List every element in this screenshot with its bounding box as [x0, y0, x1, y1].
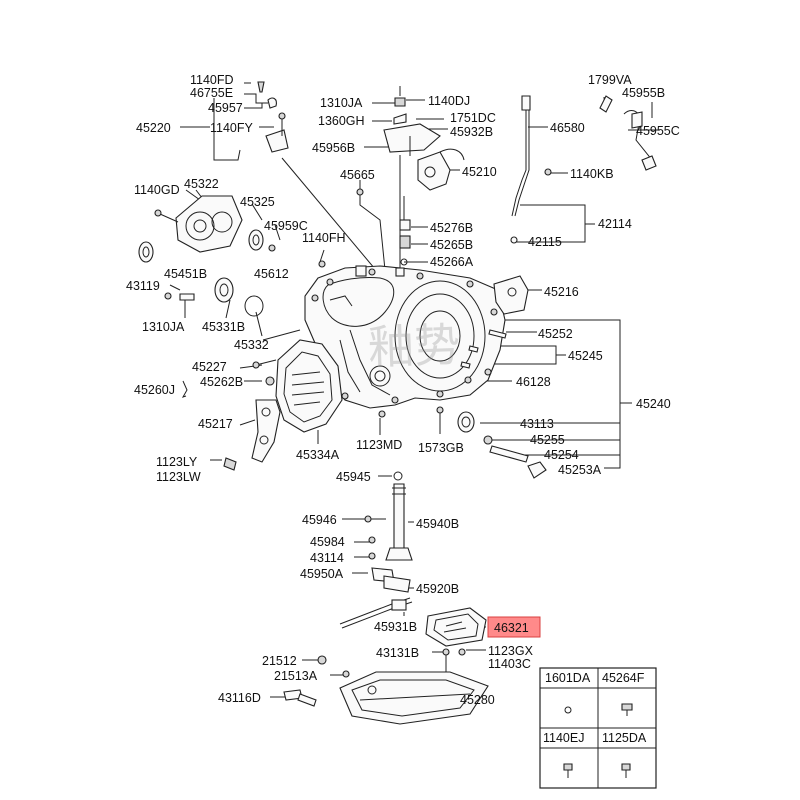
filter-46321[interactable] — [425, 607, 487, 656]
label-45665: 45665 — [340, 168, 375, 182]
label-45945: 45945 — [336, 470, 371, 484]
label-45217: 45217 — [198, 417, 233, 431]
label-1123LW: 1123LW — [156, 470, 201, 484]
label-43116D: 43116D — [218, 691, 261, 705]
label-1140KB: 1140KB — [570, 167, 614, 181]
side-cover-45334A — [275, 339, 343, 433]
label-45210: 45210 — [462, 165, 497, 179]
label-1310JA-left: 1310JA — [142, 320, 185, 334]
label-1140GD: 1140GD — [134, 183, 180, 197]
label-1140DJ: 1140DJ — [428, 94, 470, 108]
label-43119: 43119 — [126, 279, 160, 293]
oil-pan-45280 — [283, 655, 489, 725]
label-45334A: 45334A — [296, 448, 340, 462]
watermark-text: 釉势 — [367, 318, 461, 375]
upper-center-parts — [356, 86, 657, 266]
label-45240: 45240 — [636, 397, 671, 411]
label-1799VA: 1799VA — [588, 73, 632, 87]
label-45955B: 45955B — [622, 86, 665, 100]
bolt-icon-1140EJ — [563, 763, 573, 778]
label-45612: 45612 — [254, 267, 289, 281]
label-45254: 45254 — [544, 448, 579, 462]
label-1573GB: 1573GB — [418, 441, 464, 455]
label-45255: 45255 — [530, 433, 565, 447]
label-45946: 45946 — [302, 513, 337, 527]
label-45984: 45984 — [310, 535, 345, 549]
label-45959C: 45959C — [264, 219, 308, 233]
transmission-case — [304, 265, 506, 409]
label-45276B: 45276B — [430, 221, 473, 235]
legend-header-1601DA: 1601DA — [545, 671, 591, 685]
label-45955C: 45955C — [636, 124, 680, 138]
label-45266A: 45266A — [430, 255, 474, 269]
legend-header-1125DA: 1125DA — [602, 731, 647, 745]
label-46755E: 46755E — [190, 86, 233, 100]
label-45451B: 45451B — [164, 267, 207, 281]
label-45260J: 45260J — [134, 383, 175, 397]
bracket-45217 — [223, 399, 281, 471]
label-11403C: 11403C — [488, 657, 531, 671]
washer-icon — [564, 706, 572, 714]
label-45940B: 45940B — [416, 517, 459, 531]
label-45322: 45322 — [184, 177, 219, 191]
label-46321[interactable]: 46321 — [494, 621, 529, 635]
part-labels: 1140FD 46755E 45957 45220 1140FY 1310JA … — [126, 73, 680, 707]
label-1123LY: 1123LY — [156, 455, 198, 469]
fastener-legend-table: 1601DA 45264F 1140EJ 1125DA — [539, 667, 657, 789]
label-45932B: 45932B — [450, 125, 493, 139]
label-45950A: 45950A — [300, 567, 344, 581]
label-45931B: 45931B — [374, 620, 417, 634]
label-1360GH: 1360GH — [318, 114, 365, 128]
flange-bolt-icon — [621, 703, 633, 716]
label-45331B: 45331B — [202, 320, 245, 334]
label-1751DC: 1751DC — [450, 111, 496, 125]
label-46128: 46128 — [516, 375, 551, 389]
label-45253A: 45253A — [558, 463, 602, 477]
label-45252: 45252 — [538, 327, 573, 341]
label-1123MD: 1123MD — [356, 438, 402, 452]
label-45325: 45325 — [240, 195, 275, 209]
right-side-parts — [378, 275, 547, 479]
label-1140FH: 1140FH — [302, 231, 346, 245]
label-21512: 21512 — [262, 654, 297, 668]
label-45262B: 45262B — [200, 375, 243, 389]
label-45957: 45957 — [208, 101, 243, 115]
label-42114: 42114 — [598, 217, 632, 231]
label-43113: 43113 — [520, 417, 554, 431]
label-1123GX: 1123GX — [488, 644, 534, 658]
label-1140FY: 1140FY — [210, 121, 254, 135]
legend-header-1140EJ: 1140EJ — [543, 731, 584, 745]
label-43114: 43114 — [310, 551, 344, 565]
highlight-box-46321 — [487, 616, 541, 638]
label-45920B: 45920B — [416, 582, 459, 596]
label-1140FD: 1140FD — [190, 73, 234, 87]
upper-left-parts — [138, 81, 326, 386]
label-43131B: 43131B — [376, 646, 419, 660]
label-45245: 45245 — [568, 349, 603, 363]
label-45216: 45216 — [544, 285, 579, 299]
label-45280: 45280 — [460, 693, 495, 707]
label-42115: 42115 — [528, 235, 562, 249]
label-45956B: 45956B — [312, 141, 355, 155]
bolt-icon-1125DA — [621, 763, 631, 778]
label-45332: 45332 — [234, 338, 269, 352]
label-45227: 45227 — [192, 360, 227, 374]
legend-header-45264F: 45264F — [602, 671, 645, 685]
label-21513A: 21513A — [274, 669, 318, 683]
label-1310JA-top: 1310JA — [320, 96, 363, 110]
shift-shaft-stack — [339, 471, 413, 629]
label-46580: 46580 — [550, 121, 585, 135]
label-45265B: 45265B — [430, 238, 473, 252]
label-45220: 45220 — [136, 121, 171, 135]
